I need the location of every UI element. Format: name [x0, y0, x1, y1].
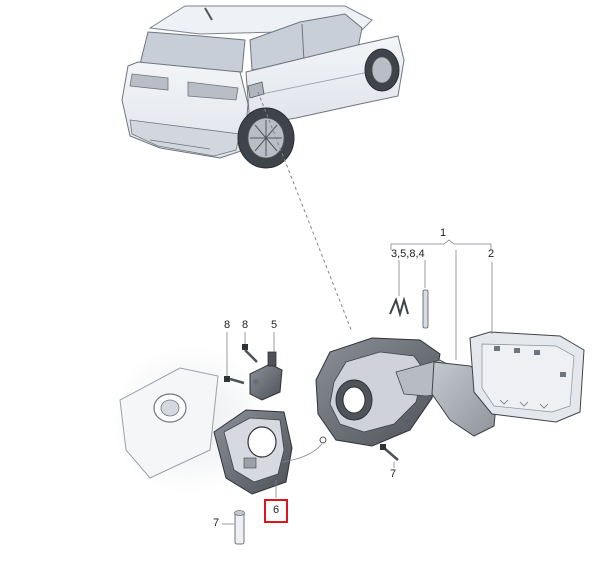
- car-illustration: [121, 5, 405, 169]
- callout-1: 1: [440, 227, 447, 239]
- callout-7b: 7: [390, 468, 397, 480]
- body-panel-ghost: [110, 345, 270, 495]
- part-3584-pin: [422, 289, 429, 329]
- highlight-box-part-6: [264, 499, 288, 523]
- part-6-housing: [213, 409, 293, 495]
- callout-6: 6: [273, 504, 280, 516]
- part-1-filler-housing: [315, 337, 463, 447]
- callout-2: 2: [488, 248, 495, 260]
- part-3584-spring: [389, 296, 409, 318]
- part-7-screw-b: [380, 444, 399, 461]
- part-2-fuel-flap: [469, 331, 585, 423]
- part-8-screw-b: [224, 376, 245, 385]
- callout-7a: 7: [213, 517, 220, 529]
- callout-5: 5: [271, 319, 278, 331]
- cable-line: [281, 443, 323, 463]
- part-8-screw-a: [242, 344, 258, 363]
- part-7-pin-a: [234, 510, 245, 545]
- car-to-assembly-leader: [257, 91, 353, 333]
- callout-8a: 8: [224, 319, 231, 331]
- cable-clip: [319, 436, 327, 444]
- callout-3584: 3,5,8,4: [391, 248, 425, 260]
- part-5-actuator: [249, 351, 283, 401]
- callout-8b: 8: [242, 319, 249, 331]
- bracket-part-1: [390, 239, 492, 250]
